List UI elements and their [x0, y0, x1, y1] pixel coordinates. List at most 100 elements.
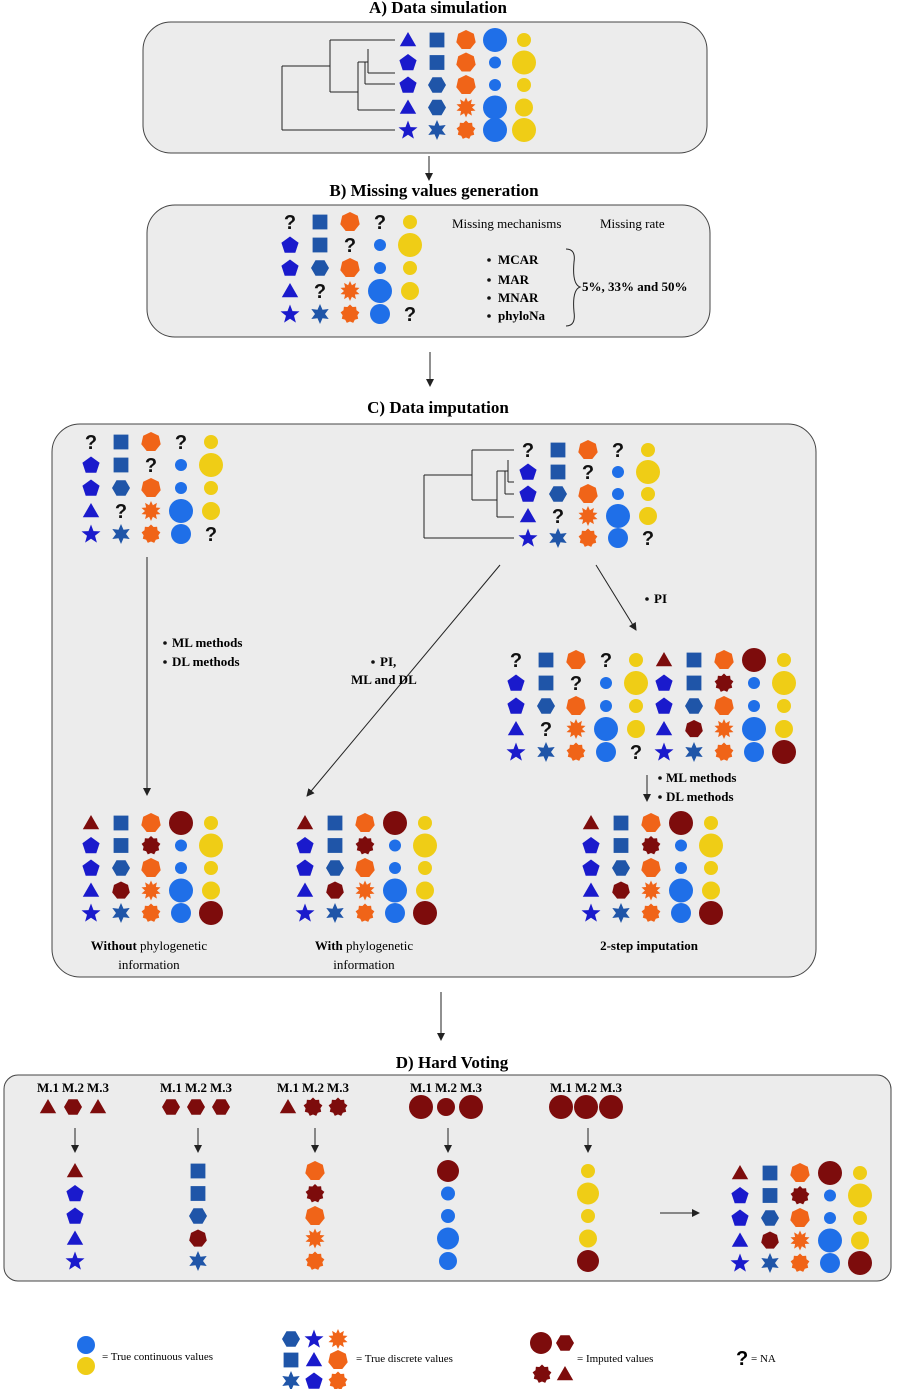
missing-rate-header: Missing rate: [600, 216, 665, 231]
circle-marker: [413, 833, 437, 858]
pentagon-marker: [281, 236, 299, 253]
circle-marker: [437, 1160, 459, 1182]
six-point-star-marker: [685, 742, 703, 762]
circle-marker: [370, 304, 390, 324]
gear-marker: [141, 903, 161, 922]
missing-value-marker: ?: [600, 650, 612, 672]
burst-marker: [456, 97, 476, 118]
heptagon-marker: [328, 1350, 348, 1369]
square-marker: [113, 838, 129, 853]
burst-marker: [141, 501, 161, 521]
circle-marker: [818, 1161, 842, 1185]
circle-marker: [818, 1228, 842, 1253]
gear-marker: [532, 1364, 552, 1383]
pentagon-marker: [66, 1185, 84, 1202]
circle-marker: [489, 79, 501, 91]
circle-marker: [579, 1229, 597, 1248]
missing-value-marker: ?: [115, 501, 127, 523]
middle-method-ml-dl: ML and DL: [351, 672, 417, 687]
triangle-marker: [82, 815, 100, 830]
burst-marker: [790, 1230, 810, 1251]
hexagon-marker: [212, 1099, 230, 1115]
circle-marker: [169, 499, 193, 523]
arrow-with-phylo: [306, 564, 501, 797]
triangle-marker: [399, 99, 417, 114]
six-point-star-marker: [537, 742, 555, 762]
six-point-star-marker: [189, 1251, 207, 1271]
heptagon-marker: [355, 813, 375, 832]
six-point-star-marker: [761, 1253, 779, 1273]
circle-marker: [202, 502, 220, 520]
gear-marker: [578, 528, 598, 547]
hexagon-marker: [537, 698, 555, 714]
missing-value-marker: ?: [404, 304, 416, 326]
model-label: M.2: [575, 1080, 597, 1095]
hexagon-marker: [685, 698, 703, 714]
gear-marker: [328, 1097, 348, 1116]
right-method-pi: PI: [654, 591, 667, 606]
star-marker: [65, 1251, 85, 1270]
square-marker: [190, 1186, 206, 1201]
circle-marker: [202, 881, 220, 900]
circle-marker: [199, 833, 223, 858]
triangle-marker: [296, 815, 314, 830]
triangle-marker: [296, 882, 314, 897]
circle-marker: [742, 717, 766, 741]
circle-marker: [418, 816, 432, 830]
mechanism-list: MCAR MAR MNAR phyloNa: [487, 252, 545, 323]
circle-marker: [629, 699, 643, 713]
burst-marker: [578, 506, 598, 526]
model-label: M.2: [62, 1080, 84, 1095]
triangle-marker: [507, 721, 525, 736]
heptagon-marker: [340, 258, 360, 277]
circle-marker: [574, 1095, 598, 1119]
circle-marker: [403, 261, 417, 275]
circle-marker: [441, 1209, 455, 1223]
pentagon-marker: [655, 674, 673, 691]
heptagon-marker: [456, 30, 476, 49]
circle-marker: [383, 878, 407, 903]
hexagon-marker: [311, 260, 329, 276]
circle-marker: [612, 488, 624, 500]
left-method-ml: ML methods: [172, 635, 242, 650]
missing-value-marker: ?: [344, 235, 356, 257]
gear-marker: [790, 1186, 810, 1205]
six-point-star-marker: [282, 1371, 300, 1389]
circle-marker: [171, 903, 191, 923]
gear-marker: [305, 1184, 325, 1203]
legend-continuous: = True continuous values: [102, 1351, 213, 1363]
trait-matrix-tree: ?????: [518, 440, 660, 550]
pentagon-marker: [296, 859, 314, 876]
square-marker: [113, 457, 129, 473]
circle-marker: [512, 50, 536, 75]
circle-marker: [437, 1098, 455, 1116]
circle-marker: [599, 1095, 623, 1119]
circle-marker: [581, 1164, 595, 1178]
circle-marker: [171, 524, 191, 544]
final-imputed-matrix: [730, 1161, 872, 1275]
caption-without-phylo: Without phylogenetic: [91, 938, 208, 953]
circle-marker: [824, 1189, 836, 1202]
triangle-marker: [66, 1230, 84, 1245]
star-marker: [654, 742, 674, 761]
circle-marker: [675, 862, 687, 874]
hexagon-marker: [112, 480, 130, 496]
curly-brace: [565, 248, 582, 327]
burst-marker: [641, 880, 661, 901]
square-marker: [550, 464, 566, 480]
gear-marker: [303, 1097, 323, 1116]
pentagon-marker: [82, 456, 100, 473]
pentagon-marker: [507, 674, 525, 691]
model-label: M.1: [37, 1080, 59, 1095]
gear-marker: [714, 742, 734, 761]
six-point-star-marker: [612, 903, 630, 923]
triangle-marker: [279, 1099, 297, 1114]
square-marker: [312, 214, 328, 230]
gear-marker: [355, 903, 375, 922]
circle-marker: [669, 878, 693, 903]
heptagon-marker: [790, 1163, 810, 1182]
heptagon-marker: [305, 1206, 325, 1225]
